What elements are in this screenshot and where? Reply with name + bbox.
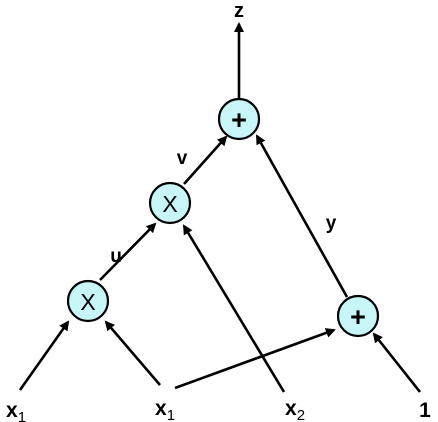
- mult-node-mid-circle: [148, 181, 192, 225]
- input-label-x2: x2: [285, 397, 305, 422]
- input-label-x1-center: x1: [155, 397, 175, 422]
- edge-label-z: z: [234, 0, 244, 22]
- edge-one-to-add-right: [372, 332, 422, 393]
- edge-x1-center-to-add-right: [174, 328, 336, 390]
- edge-label-v: v: [177, 148, 188, 169]
- add-node-top-circle: [217, 97, 261, 141]
- input-label-x1-left-base: x: [6, 399, 18, 422]
- edge-label-u: u: [110, 246, 122, 267]
- add-node-right-symbol: +: [350, 302, 366, 332]
- mult-node-bottom: X: [66, 279, 110, 323]
- edge-x1-center-to-mult-bottom: [104, 320, 161, 386]
- input-label-x1-left: x1: [6, 399, 26, 422]
- edge-x2-to-mult-mid: [182, 224, 286, 393]
- add-node-right-circle: [336, 294, 380, 338]
- mult-node-mid-symbol: X: [162, 191, 177, 217]
- add-node-right: +: [336, 294, 380, 338]
- edge-label-y: y: [326, 213, 337, 234]
- mult-node-mid: X: [148, 181, 192, 225]
- mult-node-bottom-circle: [66, 279, 110, 323]
- input-label-x2-sub: 2: [297, 407, 305, 422]
- input-label-x1-center-sub: 1: [167, 407, 175, 422]
- add-node-top-symbol: +: [231, 105, 247, 135]
- input-label-x1-center-base: x: [155, 397, 167, 420]
- input-label-x2-base: x: [285, 397, 297, 420]
- edge-x1-left-to-mult-bottom: [18, 320, 70, 391]
- edge-y: [255, 134, 349, 298]
- mult-node-bottom-symbol: X: [80, 289, 95, 315]
- input-label-one: 1: [419, 399, 431, 422]
- edge-u: [99, 222, 157, 281]
- edge-v: [183, 135, 228, 185]
- add-node-top: +: [217, 97, 261, 141]
- input-label-x1-left-sub: 1: [18, 409, 26, 422]
